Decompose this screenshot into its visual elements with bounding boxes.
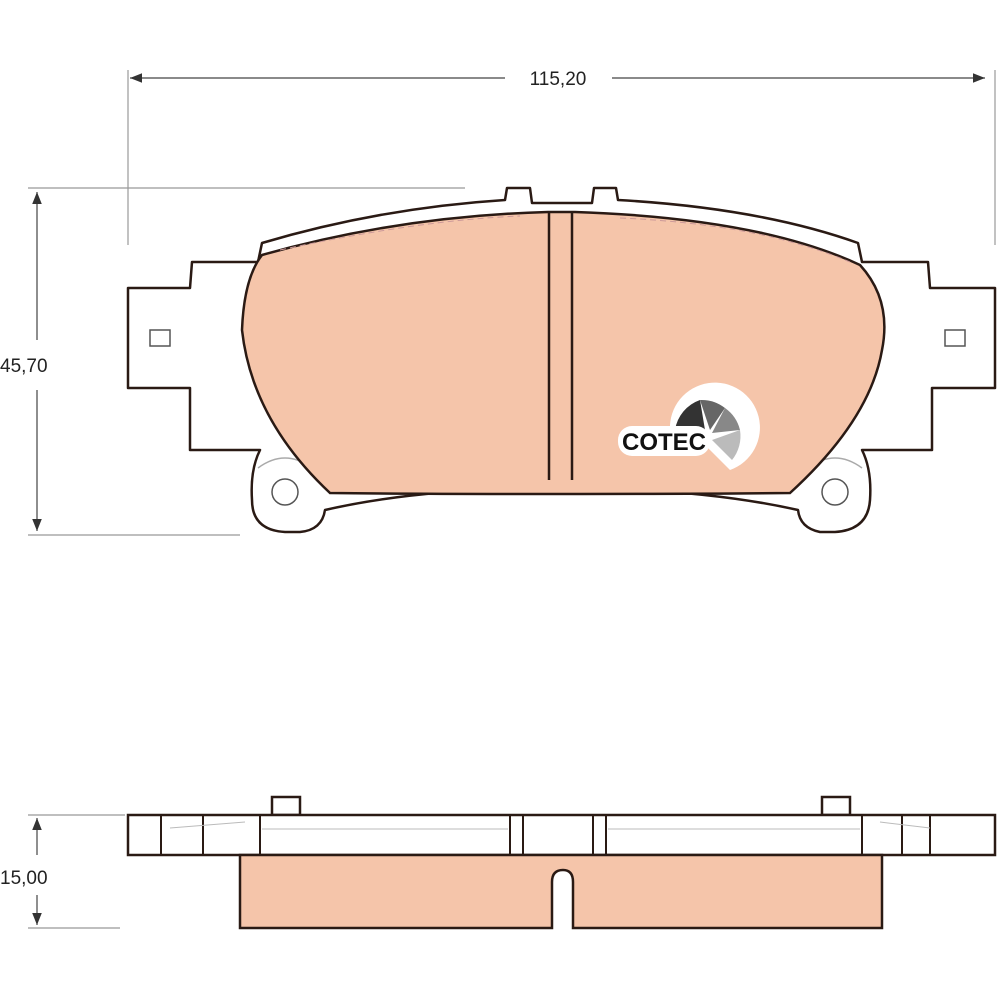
wear-line <box>279 215 851 263</box>
side-view <box>126 795 997 930</box>
friction-material-top-view <box>240 210 886 496</box>
cotec-logo-text: COTEC <box>622 429 706 456</box>
side-tab-left <box>270 795 302 817</box>
friction-material-side-view <box>238 853 884 930</box>
height-dimension-label: 45,70 <box>0 356 48 377</box>
friction-slot <box>547 212 574 480</box>
thickness-dimension <box>28 814 125 929</box>
width-dimension-label: 115,20 <box>530 69 587 90</box>
side-tab-right <box>820 795 852 817</box>
height-dimension <box>28 187 465 536</box>
backing-plate-side-view <box>126 813 997 857</box>
thickness-dimension-label: 15,00 <box>0 868 48 889</box>
cotec-logo: COTEC <box>618 382 760 470</box>
width-dimension <box>127 70 996 245</box>
